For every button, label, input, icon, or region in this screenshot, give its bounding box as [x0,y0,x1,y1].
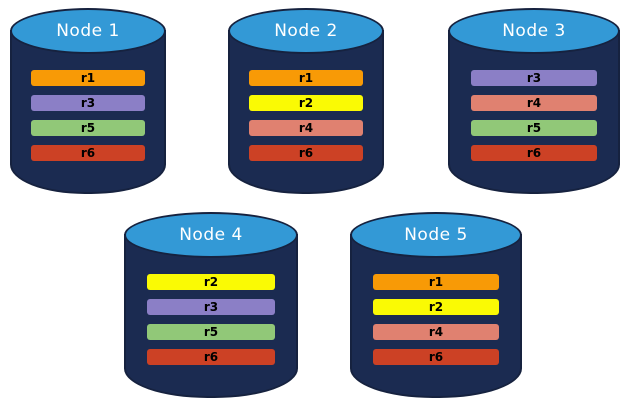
replica-list: r1 r3 r5 r6 [10,70,166,161]
replica-bar-r6[interactable]: r6 [147,349,275,365]
replica-bar-r3[interactable]: r3 [31,95,145,111]
replica-list: r2 r3 r5 r6 [124,274,298,365]
cylinder-top-ellipse [448,8,620,54]
replica-bar-r6[interactable]: r6 [471,145,597,161]
replica-bar-r6[interactable]: r6 [373,349,499,365]
replica-bar-r2[interactable]: r2 [249,95,363,111]
replica-bar-r6[interactable]: r6 [31,145,145,161]
replica-bar-r1[interactable]: r1 [249,70,363,86]
cylinder-top-ellipse [350,212,522,258]
cylinder-top-ellipse [228,8,384,54]
cylinder-body [448,30,620,194]
replica-bar-r2[interactable]: r2 [147,274,275,290]
replica-bar-r3[interactable]: r3 [471,70,597,86]
replica-bar-r5[interactable]: r5 [31,120,145,136]
replica-bar-r5[interactable]: r5 [471,120,597,136]
replica-bar-r4[interactable]: r4 [373,324,499,340]
replica-bar-r2[interactable]: r2 [373,299,499,315]
replica-list: r3 r4 r5 r6 [448,70,620,161]
replica-bar-r6[interactable]: r6 [249,145,363,161]
replica-bar-r1[interactable]: r1 [373,274,499,290]
replica-list: r1 r2 r4 r6 [228,70,384,161]
cylinder-body [350,234,522,398]
replica-list: r1 r2 r4 r6 [350,274,522,365]
replica-bar-r4[interactable]: r4 [471,95,597,111]
replica-bar-r1[interactable]: r1 [31,70,145,86]
cylinder-top-ellipse [124,212,298,258]
replica-bar-r5[interactable]: r5 [147,324,275,340]
replica-bar-r4[interactable]: r4 [249,120,363,136]
cylinder-body [124,234,298,398]
cylinder-top-ellipse [10,8,166,54]
cylinder-body [228,30,384,194]
replica-bar-r3[interactable]: r3 [147,299,275,315]
